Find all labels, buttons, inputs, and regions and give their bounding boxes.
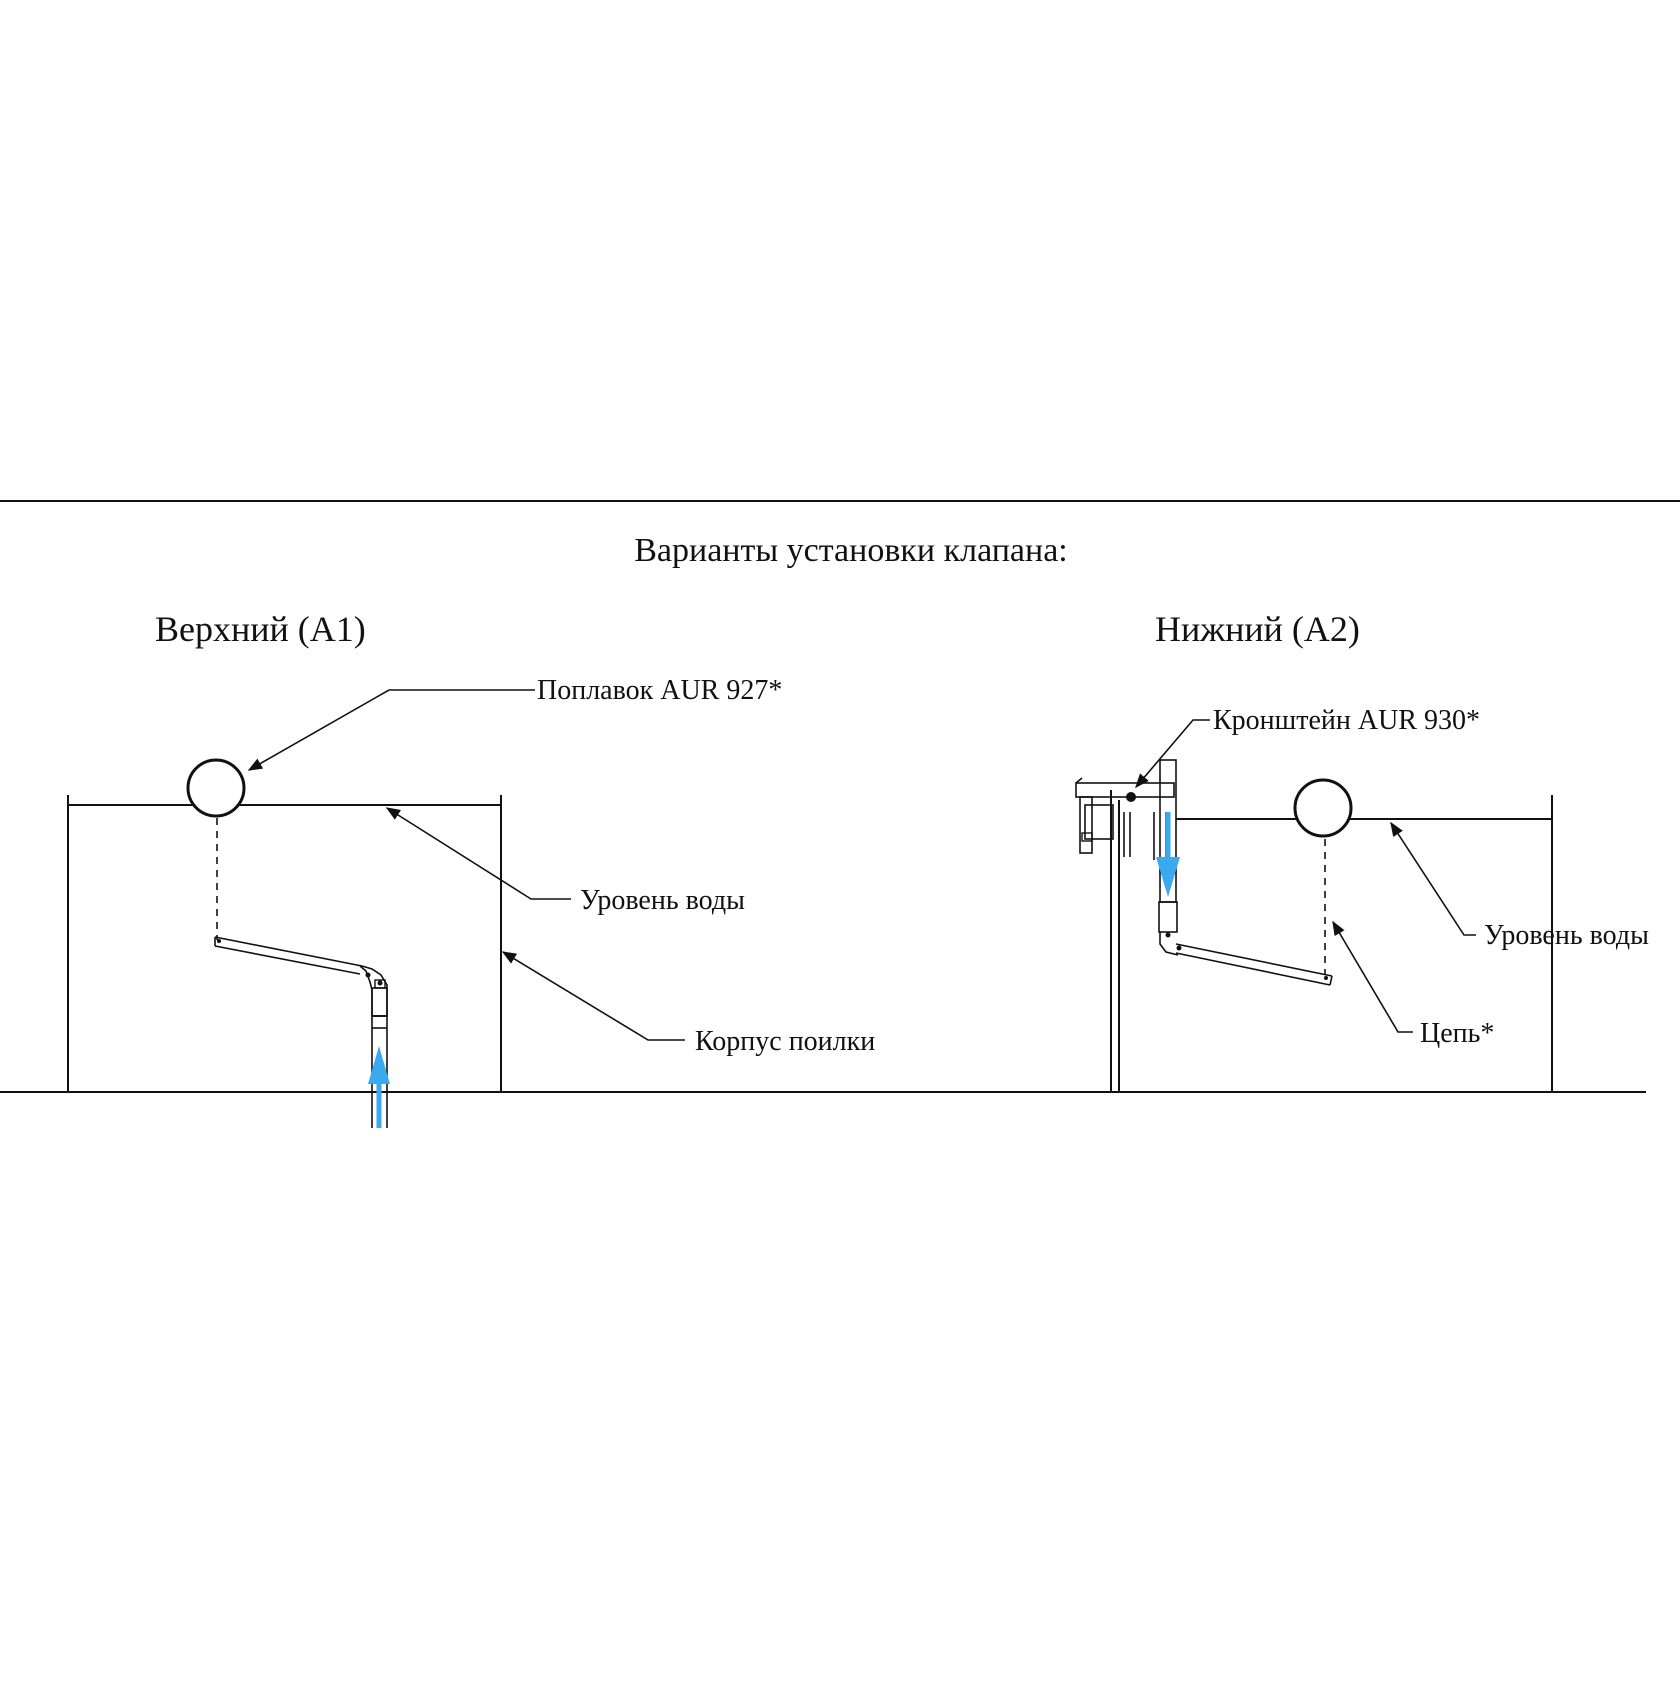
a1-float-callout: Поплавок AUR 927*: [247, 675, 782, 771]
a1-trough-body: [67, 795, 502, 1093]
a2-water-level-callout: Уровень воды: [1390, 821, 1649, 951]
a2-water-level-label: Уровень воды: [1484, 920, 1649, 951]
a1-float-label: Поплавок AUR 927*: [537, 675, 782, 706]
a1-water-level-label: Уровень воды: [580, 885, 745, 916]
a2-chain-label: Цепь*: [1420, 1018, 1494, 1049]
a1-float: [186, 758, 246, 818]
variant-a1-heading: Верхний (А1): [155, 609, 366, 649]
a1-inflow-arrow: [368, 1046, 390, 1128]
a2-outflow-arrow: [1156, 812, 1180, 897]
a1-body-callout: Корпус поилки: [501, 951, 875, 1057]
a1-valve: [359, 965, 388, 1128]
variant-a2-heading: Нижний (А2): [1155, 609, 1360, 649]
variant-a2: Нижний (А2): [1075, 609, 1649, 1093]
variant-a1: Верхний (А1): [67, 609, 875, 1128]
a2-lever-arm: [1175, 943, 1333, 986]
a2-bracket-callout: Кронштейн AUR 930*: [1135, 705, 1480, 789]
a1-water-level-callout: Уровень воды: [385, 807, 745, 916]
a1-lever-arm: [214, 936, 363, 975]
a2-float: [1293, 778, 1353, 838]
diagram-title: Варианты установки клапана:: [634, 532, 1068, 569]
a1-body-label: Корпус поилки: [695, 1026, 875, 1057]
a2-chain-callout: Цепь*: [1332, 920, 1494, 1049]
a2-bracket-label: Кронштейн AUR 930*: [1213, 705, 1480, 736]
